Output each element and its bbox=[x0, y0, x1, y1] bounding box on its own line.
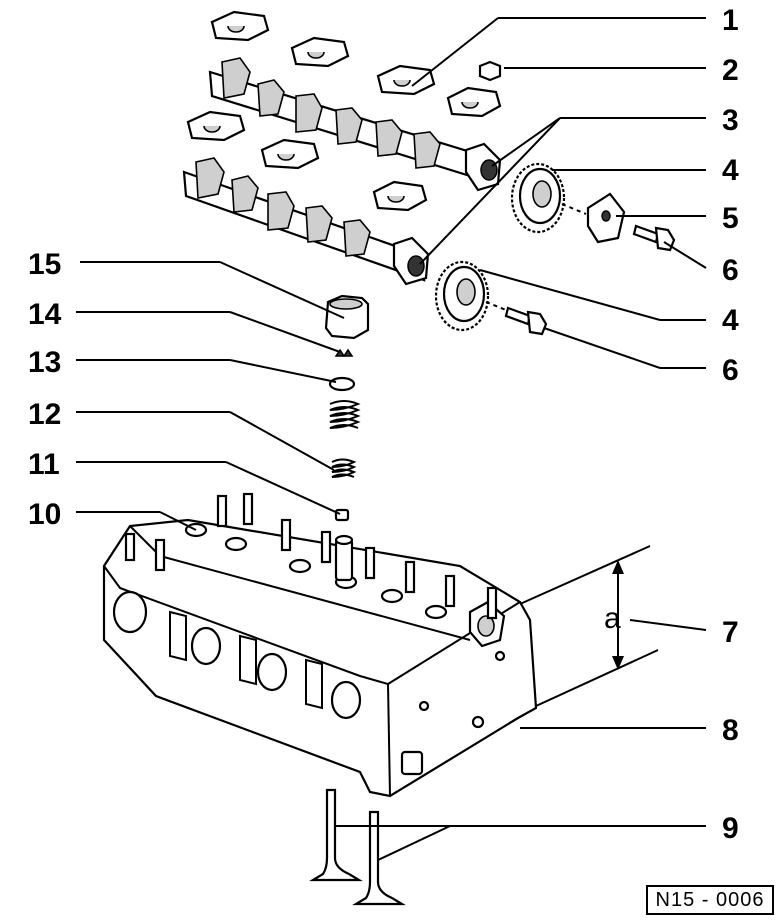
callout-2: 2 bbox=[722, 54, 739, 87]
dimension-label-a: a bbox=[604, 602, 621, 635]
camshaft-upper bbox=[208, 57, 502, 192]
bearing-caps-lower bbox=[186, 110, 428, 212]
bearing-caps-upper bbox=[210, 10, 502, 118]
callout-5: 5 bbox=[722, 202, 739, 235]
lower-sprocket bbox=[434, 260, 490, 332]
callout-8: 8 bbox=[722, 714, 739, 747]
callout-6-upper: 6 bbox=[722, 254, 739, 287]
upper-sprocket bbox=[510, 162, 566, 234]
callout-numbers: 1 2 3 4 5 6 4 6 7 8 9 15 14 13 12 11 10 bbox=[28, 4, 739, 845]
reference-code-box: N15 - 0006 bbox=[646, 885, 774, 915]
cylinder-head-block bbox=[102, 492, 538, 798]
dimension-a: a bbox=[519, 545, 659, 707]
callout-6-lower: 6 bbox=[722, 354, 739, 387]
reference-code: N15 - 0006 bbox=[655, 888, 765, 911]
valve-train-stack bbox=[324, 294, 370, 522]
upper-bolt bbox=[632, 224, 676, 252]
callout-9: 9 bbox=[722, 812, 739, 845]
callout-7: 7 bbox=[722, 616, 739, 649]
callout-3: 3 bbox=[722, 104, 739, 137]
camshaft-lower bbox=[182, 157, 430, 286]
callout-1: 1 bbox=[722, 4, 739, 37]
callout-15: 15 bbox=[28, 248, 61, 281]
nut bbox=[478, 60, 502, 82]
callout-4-upper: 4 bbox=[722, 154, 739, 187]
callout-4-lower: 4 bbox=[722, 304, 739, 337]
leader-lines bbox=[76, 17, 707, 861]
callout-12: 12 bbox=[28, 398, 61, 431]
washer bbox=[586, 192, 626, 244]
valves bbox=[309, 788, 406, 906]
lower-bolt bbox=[504, 306, 548, 336]
callout-13: 13 bbox=[28, 346, 61, 379]
callout-14: 14 bbox=[28, 298, 62, 331]
callout-11: 11 bbox=[28, 448, 60, 481]
callout-10: 10 bbox=[28, 498, 61, 531]
